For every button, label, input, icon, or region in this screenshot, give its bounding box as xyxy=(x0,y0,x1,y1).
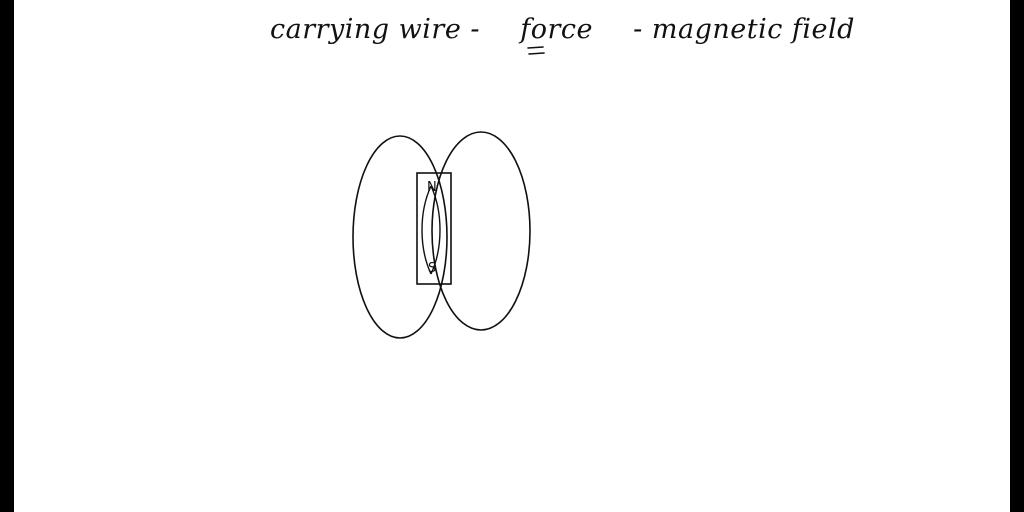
heading-part-force: force xyxy=(520,14,593,45)
whiteboard-canvas: carrying wire - force - magnetic field N… xyxy=(14,0,1010,512)
heading-separator: - xyxy=(633,14,643,45)
south-pole-label: S xyxy=(428,261,436,276)
heading-part-magnetic-field: magnetic field xyxy=(651,14,855,45)
left-field-line-loop xyxy=(352,135,448,339)
double-underline-mark xyxy=(527,46,545,55)
inner-field-line-right xyxy=(430,185,441,275)
handwritten-heading: carrying wire - force - magnetic field xyxy=(270,14,855,45)
heading-separator: - xyxy=(470,14,481,45)
heading-part-carrying-wire: carrying wire xyxy=(270,14,462,45)
inner-field-line-left xyxy=(421,185,432,275)
right-field-line-loop xyxy=(431,131,531,331)
bar-magnet xyxy=(416,172,452,285)
magnetic-field-diagram: N S xyxy=(352,131,531,339)
north-pole-label: N xyxy=(427,180,437,195)
